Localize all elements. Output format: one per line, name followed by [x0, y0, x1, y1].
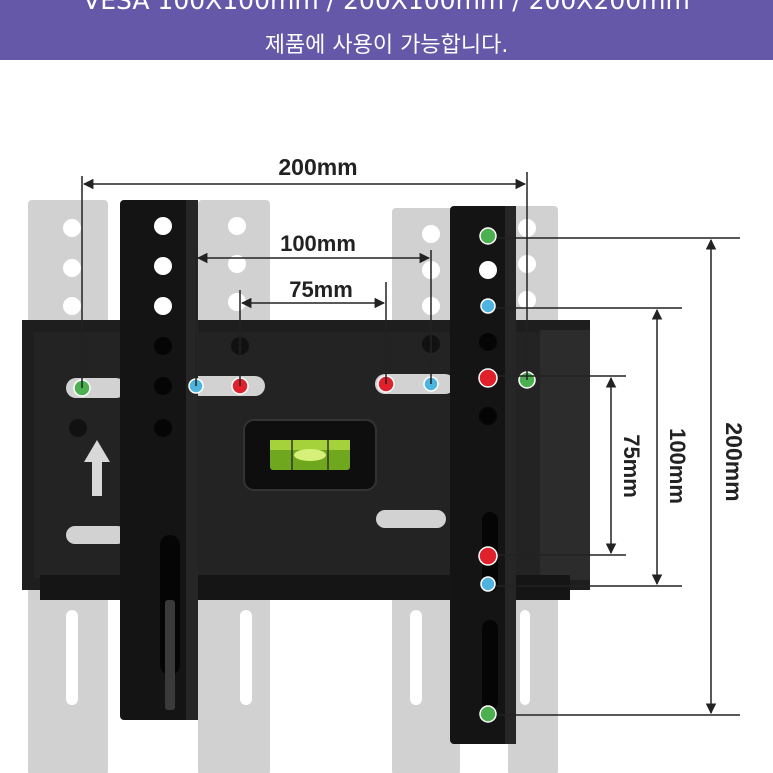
dim-label-200mm-vertical: 200mm [721, 422, 747, 501]
right-black-arm [450, 206, 516, 744]
right-arm-dark-holes [479, 333, 497, 425]
vesa-sizes-text: VESA 100X100mm / 200X100mm / 200X200mm [83, 0, 690, 15]
dim-label-200mm-horizontal: 200mm [278, 154, 357, 180]
dim-label-75mm-horizontal: 75mm [289, 277, 353, 302]
up-arrow-icon [84, 440, 110, 496]
dim-label-100mm-horizontal: 100mm [280, 231, 356, 256]
bubble-level-icon [243, 419, 377, 491]
vertical-dimension-lines [496, 237, 740, 716]
dim-label-75mm-vertical: 75mm [619, 434, 644, 498]
header-banner: VESA 100X100mm / 200X100mm / 200X200mm 제… [0, 0, 773, 60]
vesa-100-points [188, 298, 496, 592]
left-black-arm [120, 200, 198, 720]
mount-diagram: 200mm 100mm 75mm 75mm 100mm 200mm [22, 154, 747, 773]
left-arm-holes [154, 217, 172, 315]
left-arm-screw [165, 600, 175, 710]
compatibility-text: 제품에 사용이 가능합니다. [264, 33, 509, 58]
horizontal-dimension-lines [81, 172, 528, 388]
dim-label-100mm-vertical: 100mm [665, 428, 690, 504]
